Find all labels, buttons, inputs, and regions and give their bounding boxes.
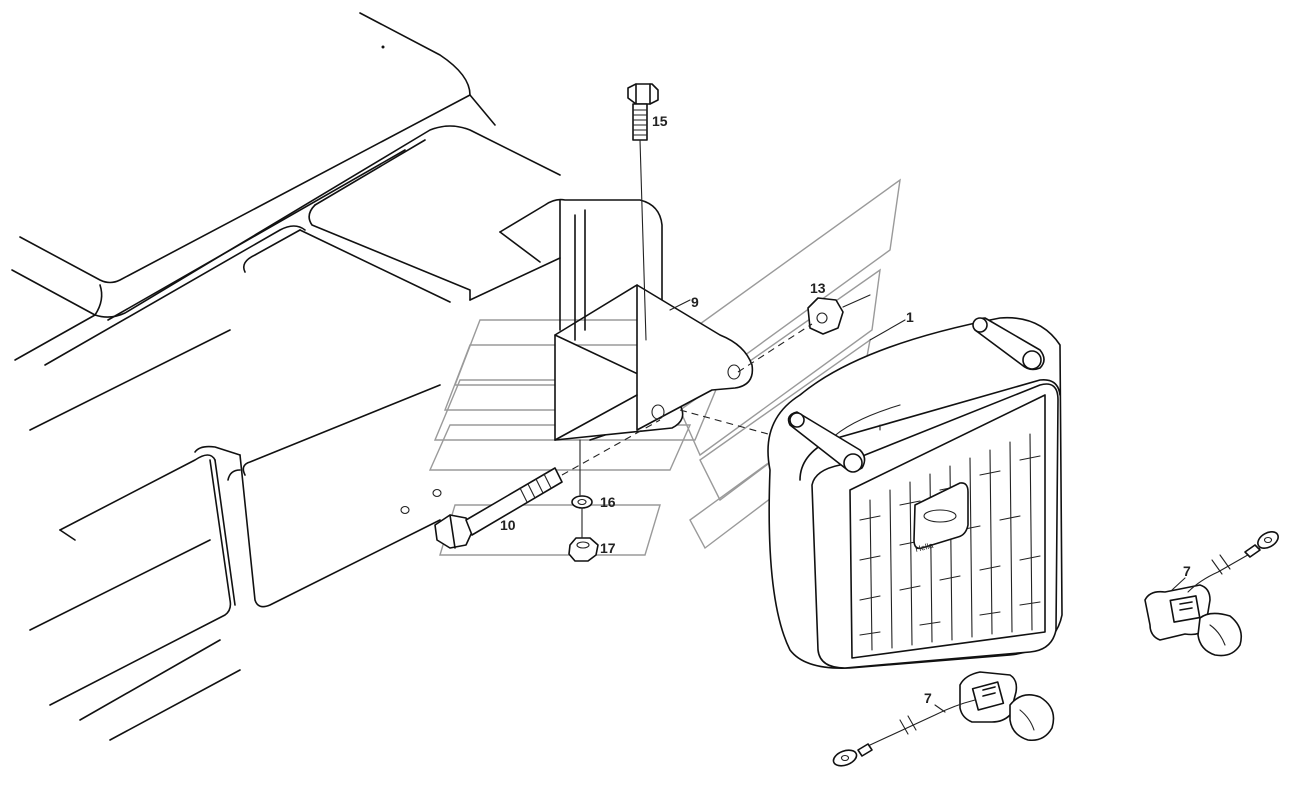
callout-10: 10 [500,517,516,533]
callout-13: 13 [810,280,826,296]
vehicle-body [11,12,663,741]
callout-7-upper: 7 [1183,563,1191,579]
callout-9: 9 [691,294,699,310]
bolt-10 [434,419,661,549]
bolt-15 [627,83,659,341]
mounting-bracket [554,284,754,441]
callout-7-lower: 7 [924,690,932,706]
work-lamp: Hella [767,316,1063,669]
bulb-7-lower [832,671,1055,767]
callout-leaders [669,299,1186,713]
lamp-lens-texture [859,424,1041,651]
nut-13 [737,294,871,373]
callout-16: 16 [600,494,616,510]
callout-17: 17 [600,540,616,556]
washer-16 [571,495,593,509]
bulb-7-upper [1144,531,1279,657]
callout-1: 1 [906,309,914,325]
callout-15: 15 [652,113,668,129]
nut-17 [568,439,599,562]
lamp-lens-logo: Hella [914,541,934,554]
